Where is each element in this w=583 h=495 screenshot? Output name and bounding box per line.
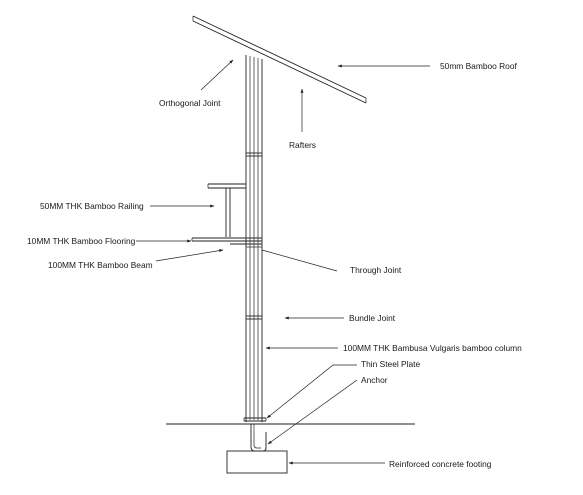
label-roof: 50mm Bamboo Roof (440, 61, 517, 71)
bamboo-flooring (191, 237, 262, 248)
label-rafters: Rafters (289, 140, 316, 150)
label-through-joint: Through Joint (350, 265, 402, 275)
label-steel-plate: Thin Steel Plate (361, 359, 420, 369)
label-beam: 100MM THK Bamboo Beam (48, 260, 153, 270)
label-bundle-joint: Bundle Joint (349, 313, 396, 323)
bamboo-column (245, 55, 263, 422)
roof-slab (192, 15, 367, 104)
label-orthogonal-joint: Orthogonal Joint (159, 98, 221, 108)
concrete-footing (226, 450, 288, 474)
label-railing: 50MM THK Bamboo Railing (40, 201, 144, 211)
column-base (243, 417, 267, 452)
label-anchor: Anchor (361, 375, 388, 385)
label-column: 100MM THK Bambusa Vulgaris bamboo column (343, 343, 522, 353)
label-flooring: 10MM THK Bamboo Flooring (27, 236, 136, 246)
bamboo-railing (207, 183, 246, 237)
label-footing: Reinforced concrete footing (389, 459, 492, 469)
leader-lines (136, 59, 430, 465)
